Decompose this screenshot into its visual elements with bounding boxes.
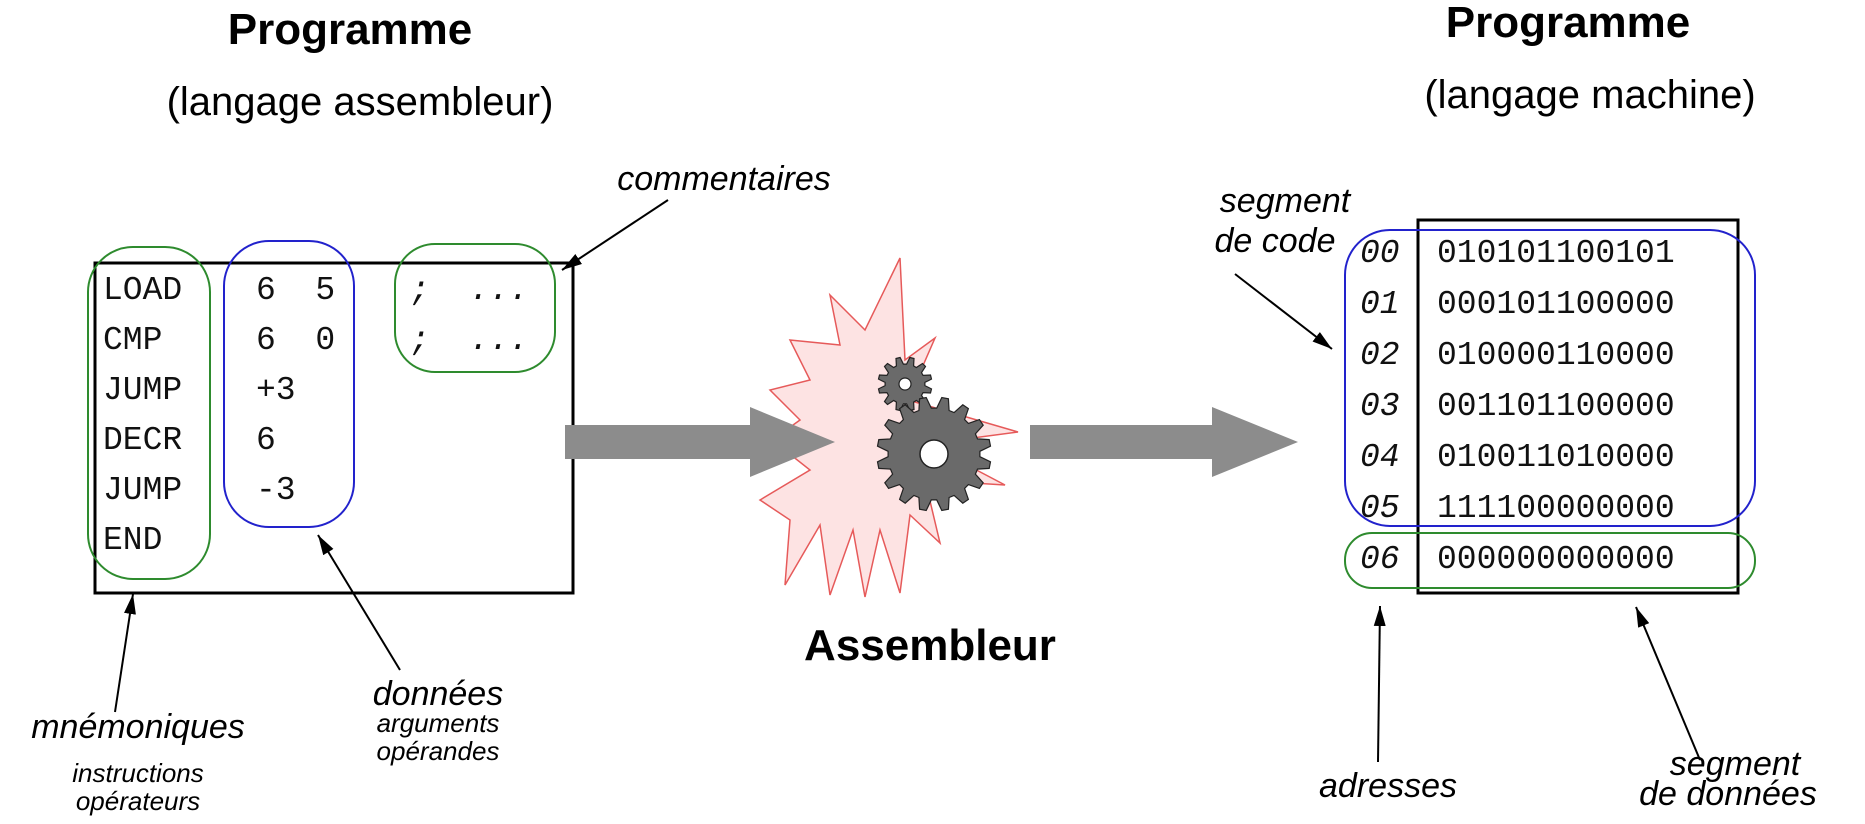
mnemonic: LOAD <box>103 272 182 309</box>
data-segment-oval <box>1344 532 1756 589</box>
comment: ; ... <box>410 272 529 309</box>
machine-word: 000101100000 <box>1437 286 1675 323</box>
mnemonic: JUMP <box>103 472 182 509</box>
mnemonics-column: LOAD CMP JUMP DECR JUMP END <box>103 272 182 559</box>
data-segment-arrow <box>1635 606 1701 761</box>
address: 04 <box>1360 439 1400 476</box>
code-segment-arrow <box>1234 273 1333 350</box>
right-subtitle: (langage machine) <box>1424 73 1755 117</box>
large-gear-icon <box>876 396 992 512</box>
input-arrow <box>565 407 835 477</box>
comments-column: ; ... ; ... <box>410 272 529 359</box>
address: 03 <box>1360 388 1400 425</box>
comments-oval <box>394 243 556 373</box>
comment: ; ... <box>410 322 529 359</box>
address: 02 <box>1360 337 1400 374</box>
data-sublabel-arguments: arguments <box>377 708 500 738</box>
operand: 6 <box>256 422 276 459</box>
mnemonics-sublabel-operators: opérateurs <box>76 786 200 816</box>
data-arrow <box>317 534 401 671</box>
code-segment-label-1: segment <box>1220 182 1352 220</box>
machine-word: 000000000000 <box>1437 541 1675 578</box>
code-segment-oval <box>1344 229 1756 527</box>
left-subtitle: (langage assembleur) <box>167 80 554 124</box>
operands-column: 6 5 6 0 +3 6 -3 <box>256 272 335 509</box>
code-segment-label-2: de code <box>1215 222 1336 260</box>
machine-word: 010101100101 <box>1437 235 1675 272</box>
mnemonic: JUMP <box>103 372 182 409</box>
operand: -3 <box>256 472 296 509</box>
right-title: Programme <box>1446 0 1691 47</box>
mnemonics-label: mnémoniques <box>31 708 245 746</box>
mnemonic: CMP <box>103 322 162 359</box>
comments-arrow <box>561 199 669 271</box>
machine-word: 001101100000 <box>1437 388 1675 425</box>
left-title: Programme <box>228 5 473 54</box>
address: 06 <box>1360 541 1400 578</box>
address: 05 <box>1360 490 1400 527</box>
operand: 6 0 <box>256 322 335 359</box>
mnemonics-oval <box>87 246 211 580</box>
address: 01 <box>1360 286 1400 323</box>
addresses-label: adresses <box>1319 767 1457 805</box>
operand: 6 5 <box>256 272 335 309</box>
operand: +3 <box>256 372 296 409</box>
mnemonic: END <box>103 522 162 559</box>
output-arrow <box>1030 407 1298 477</box>
data-sublabel-operands: opérandes <box>377 736 500 766</box>
address-column: 00 01 02 03 04 05 06 <box>1360 235 1400 578</box>
data-label: données <box>373 675 503 713</box>
mnemonics-arrow <box>114 593 136 713</box>
mnemonics-sublabel-instructions: instructions <box>72 758 204 788</box>
machine-word: 111100000000 <box>1437 490 1675 527</box>
operands-oval <box>223 240 355 528</box>
mnemonic: DECR <box>103 422 182 459</box>
small-gear-icon <box>877 356 933 412</box>
machine-word: 010011010000 <box>1437 439 1675 476</box>
addresses-arrow <box>1373 605 1386 763</box>
comments-label: commentaires <box>617 160 831 198</box>
machine-code-column: 010101100101 000101100000 010000110000 0… <box>1437 235 1675 578</box>
data-segment-label-2: de données <box>1639 775 1817 813</box>
machine-word: 010000110000 <box>1437 337 1675 374</box>
address: 00 <box>1360 235 1400 272</box>
assembler-label: Assembleur <box>804 621 1056 670</box>
data-segment-label-1: segment <box>1670 745 1802 783</box>
